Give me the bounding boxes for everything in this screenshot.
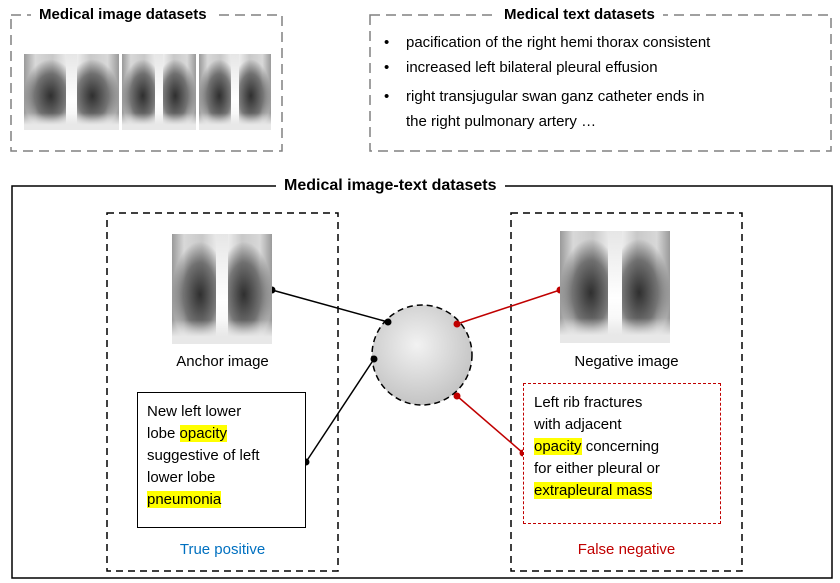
negative-report-line: with adjacent (534, 416, 622, 433)
image-text-datasets-title: Medical image-text datasets (276, 177, 505, 195)
anchor-report-line: lower lobe (147, 469, 216, 486)
anchor-report-line: lobe opacity (147, 423, 305, 445)
negative-report-line: opacity concerning (534, 436, 720, 458)
anchor-report-line: pneumonia (147, 489, 305, 511)
negative-frame (510, 212, 743, 572)
text-datasets-title: Medical text datasets (496, 6, 663, 24)
anchor-report-box: New left lower lobe opacity suggestive o… (137, 392, 306, 528)
anchor-image-link (271, 289, 389, 323)
anchor-report-text: lobe (147, 425, 180, 442)
list-item: right transjugular swan ganz catheter en… (376, 84, 710, 109)
highlight-opacity: opacity (534, 438, 582, 455)
highlight-pneumonia: pneumonia (147, 491, 222, 508)
anchor-image-label: Anchor image (176, 353, 269, 370)
highlight-extrapleural-mass: extrapleural mass (534, 482, 653, 499)
negative-image-label: Negative image (574, 353, 679, 370)
negative-report-line: Left rib fractures (534, 394, 643, 411)
highlight-opacity: opacity (179, 425, 228, 442)
negative-report-embedding-dot (453, 392, 461, 400)
text-datasets-list-wrapper: pacification of the right hemi thorax co… (376, 30, 826, 148)
negative-report-line: extrapleural mass (534, 480, 720, 502)
embedding-space-circle (371, 304, 473, 406)
xray-thumbnail (122, 54, 196, 130)
negative-xray-image (560, 231, 670, 343)
anchor-frame (106, 212, 339, 572)
negative-report-link (456, 395, 524, 454)
anchor-report-line: suggestive of left (147, 447, 260, 464)
true-positive-label: True positive (179, 541, 266, 558)
negative-report-text: concerning (581, 438, 660, 455)
anchor-xray-image (172, 234, 272, 344)
negative-report-line: for either pleural or (534, 460, 660, 477)
list-item-continuation: the right pulmonary artery … (406, 113, 597, 130)
anchor-image-embedding-dot (384, 318, 392, 326)
xray-thumbnail (199, 54, 271, 130)
image-datasets-title: Medical image datasets (31, 6, 215, 24)
anchor-report-embedding-dot (370, 355, 378, 363)
anchor-report-line: New left lower (147, 403, 242, 420)
list-item: increased left bilateral pleural effusio… (376, 55, 710, 80)
text-datasets-list: pacification of the right hemi thorax co… (376, 30, 710, 134)
list-item: pacification of the right hemi thorax co… (376, 30, 710, 55)
negative-image-embedding-dot (453, 320, 461, 328)
false-negative-label: False negative (577, 541, 676, 558)
negative-image-link (456, 289, 561, 325)
negative-report-box: Left rib fractures with adjacent opacity… (523, 383, 721, 524)
xray-thumbnail (24, 54, 119, 130)
anchor-report-link (305, 358, 375, 463)
